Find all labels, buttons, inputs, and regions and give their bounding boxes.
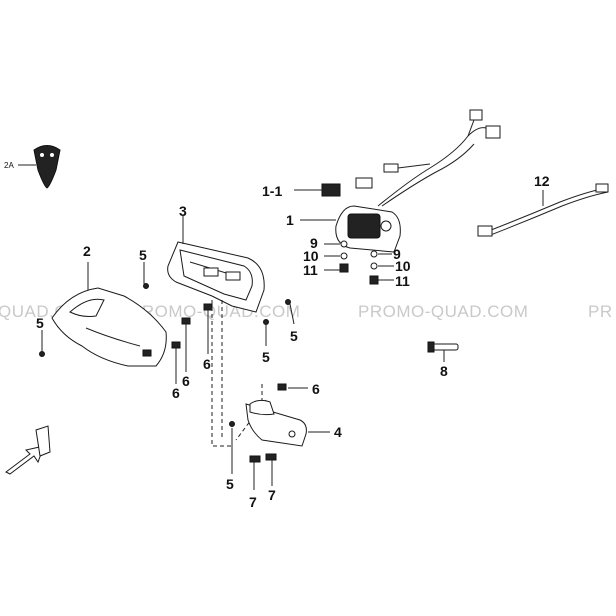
watermark-text: PR — [588, 302, 613, 321]
hardware-stack-right — [369, 250, 394, 285]
callout-11-right: 11 — [395, 273, 410, 289]
callout-2: 2 — [83, 243, 91, 259]
front-direction-arrow — [5, 425, 51, 475]
dashboard-gauge — [380, 220, 392, 232]
housing-lamp-window — [225, 271, 241, 281]
callout-1-1: 1-1 — [262, 183, 282, 199]
callout-5-top: 5 — [139, 247, 147, 263]
callout-9-right: 9 — [393, 246, 401, 262]
screw — [263, 319, 269, 325]
callout-4: 4 — [334, 424, 342, 440]
callout-9-left: 9 — [310, 235, 318, 251]
callout-8: 8 — [440, 363, 448, 379]
callout-12: 12 — [534, 173, 550, 189]
bracket-hole — [288, 430, 296, 438]
visor-clip — [142, 349, 152, 357]
cable-end — [477, 225, 493, 237]
harness-plug — [383, 163, 399, 173]
callout-5-right: 5 — [290, 328, 298, 344]
callout-5-left: 5 — [36, 315, 44, 331]
clip — [181, 317, 191, 325]
pin-head — [427, 341, 435, 353]
callout-7-a: 7 — [249, 494, 257, 510]
dashboard-screen — [347, 213, 381, 239]
hardware-washer — [340, 240, 348, 248]
screw — [229, 421, 235, 427]
callout-10-left: 10 — [303, 248, 319, 264]
screws-5 — [39, 262, 295, 474]
screw — [143, 283, 149, 289]
connector-block — [321, 183, 341, 197]
screw — [39, 351, 45, 357]
bolts-7 — [249, 453, 277, 490]
clip — [171, 341, 181, 349]
part-bracket-4 — [245, 399, 330, 447]
hardware-nut — [339, 263, 349, 273]
hardware-washer — [370, 250, 378, 258]
watermark-text: PROMO-QUAD.COM — [358, 302, 528, 321]
callout-6-a: 6 — [203, 356, 211, 372]
part-cable-12 — [477, 183, 609, 237]
hardware-nut — [369, 275, 379, 285]
callout-10-right: 10 — [395, 258, 411, 274]
part-emblem-2a — [18, 145, 61, 189]
callout-3: 3 — [179, 203, 187, 219]
callout-5-bottom: 5 — [226, 476, 234, 492]
bolt — [265, 453, 277, 461]
callout-6-c: 6 — [172, 385, 180, 401]
callout-6-b: 6 — [182, 373, 190, 389]
callout-6-d: 6 — [312, 381, 320, 397]
part-connector-1-1 — [294, 177, 373, 197]
part-visor-2 — [51, 262, 167, 367]
callout-7-b: 7 — [268, 487, 276, 503]
emblem-hole — [40, 153, 44, 157]
callout-1: 1 — [286, 212, 294, 228]
hardware-stack-left — [324, 240, 349, 273]
part-headlight-housing-3 — [167, 216, 265, 313]
clip — [277, 383, 287, 391]
harness-connector — [469, 109, 483, 121]
callout-2a: 2A — [4, 161, 14, 170]
part-pin-8 — [427, 341, 459, 362]
cable-end — [595, 183, 609, 193]
watermark-text: PROMO-QUAD.COM — [130, 302, 300, 321]
hardware-washer — [370, 262, 378, 270]
harness-connector — [485, 125, 501, 139]
callout-5-mid: 5 — [262, 349, 270, 365]
callout-labels: 2A 1-1 12 3 1 2 5 9 9 10 10 11 11 5 5 5 … — [4, 161, 550, 510]
callout-11-left: 11 — [303, 262, 318, 278]
bolt — [249, 455, 261, 463]
emblem-hole — [50, 153, 54, 157]
screw — [285, 299, 291, 305]
part-dashboard-1 — [300, 109, 501, 253]
clip — [203, 303, 213, 311]
connector-cap — [355, 177, 373, 189]
hardware-washer — [340, 252, 348, 260]
housing-lamp-window — [203, 267, 219, 277]
